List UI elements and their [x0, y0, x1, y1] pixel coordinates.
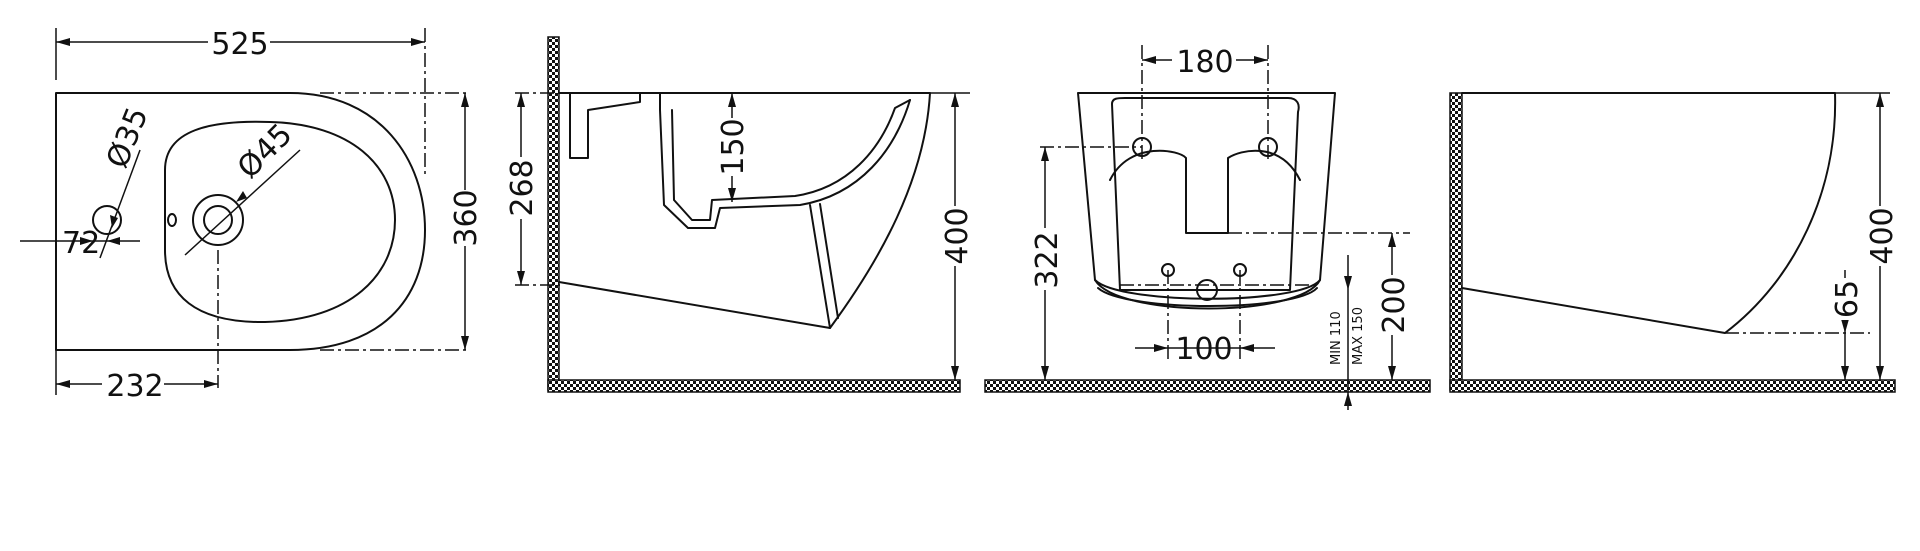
dim-front-100: 100 [1175, 332, 1232, 367]
dim-side-65: 65 [1830, 280, 1865, 318]
section-view: 268 150 400 [505, 36, 975, 393]
top-outline [55, 92, 426, 351]
hole-large-inner [203, 205, 233, 235]
side-outline [1461, 92, 1837, 334]
front-backplate [1111, 97, 1300, 291]
note-min: MIN 110 [1329, 311, 1344, 365]
dim-hole-edge: 72 [62, 226, 100, 261]
section-floor [547, 379, 961, 393]
front-bowl [1109, 149, 1301, 234]
section-bracket [569, 92, 641, 159]
dim-width: 525 [211, 27, 268, 62]
overflow-hole [167, 213, 177, 227]
dim-hole-small: Ø35 [100, 103, 156, 173]
side-floor [1449, 379, 1896, 393]
section-rear-wall [809, 203, 839, 329]
hole-small [92, 205, 122, 235]
dim-section-268: 268 [505, 159, 540, 216]
dim-depth: 360 [449, 189, 484, 246]
dim-section-150: 150 [716, 118, 751, 175]
dim-hole-large: Ø45 [231, 117, 299, 185]
section-body [558, 92, 931, 329]
dim-front-200: 200 [1377, 276, 1412, 333]
hole-large-outer [192, 194, 244, 246]
front-waste [1196, 279, 1218, 301]
top-view: 525 360 232 Ø35 72 Ø45 [20, 27, 484, 404]
front-seat [1094, 279, 1321, 307]
dim-front-322: 322 [1030, 231, 1065, 288]
front-view: 180 322 200 100 MIN 110 MAX 150 [984, 45, 1431, 410]
section-inner [659, 92, 911, 229]
front-floor [984, 379, 1431, 393]
bowl-outline [164, 120, 396, 324]
side-wall [1449, 92, 1463, 391]
dim-hole-offset: 232 [106, 369, 163, 404]
dim-section-400: 400 [940, 207, 975, 264]
side-view: 400 65 [1449, 92, 1900, 393]
dim-bolt-spacing: 180 [1176, 45, 1233, 80]
section-inner-2 [671, 99, 911, 221]
section-wall [547, 36, 560, 391]
dim-side-400: 400 [1865, 207, 1900, 264]
note-max: MAX 150 [1351, 307, 1366, 365]
